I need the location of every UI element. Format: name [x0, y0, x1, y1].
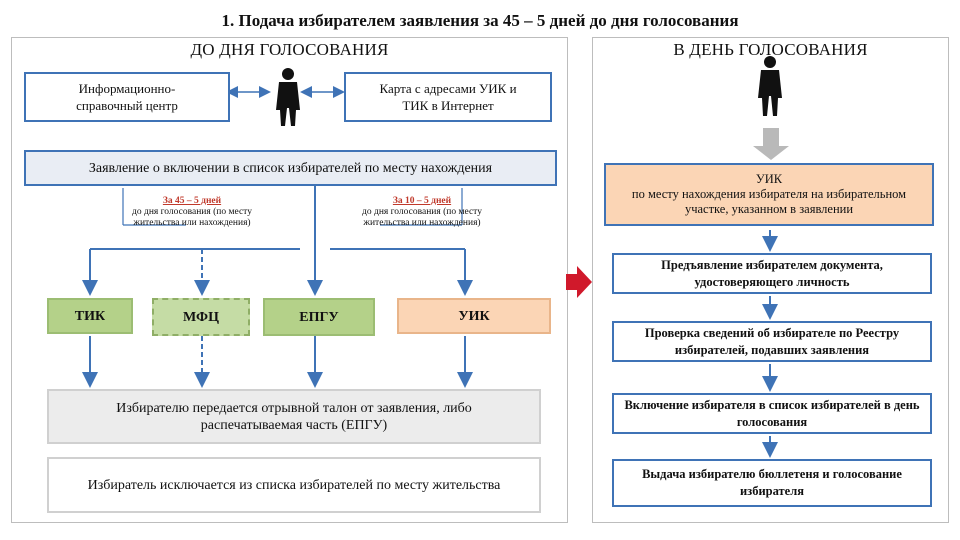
info-center-box: Информационно-справочный центр: [24, 72, 230, 122]
term-45-5: За 45 – 5 дней до дня голосования (по ме…: [112, 196, 272, 229]
term-45-5-head: За 45 – 5 дней: [162, 196, 222, 206]
voting-uik-head: УИК: [755, 172, 783, 186]
person-icon: [276, 68, 300, 126]
before-voting-title: ДО ДНЯ ГОЛОСОВАНИЯ: [190, 40, 389, 59]
term-10-5-sub: до дня голосования (по месту жительства …: [362, 207, 482, 228]
application-box: Заявление о включении в список избирател…: [24, 150, 557, 186]
voting-day-title: В ДЕНЬ ГОЛОСОВАНИЯ: [673, 40, 868, 59]
page-title: 1. Подача избирателем заявления за 45 – …: [221, 11, 739, 30]
right-arrow-icon: [577, 266, 592, 298]
epgu-box: ЕПГУ: [263, 298, 375, 336]
mfc-box: МФЦ: [152, 298, 250, 336]
down-arrow-icon: [753, 146, 789, 160]
map-box: Карта с адресами УИК и ТИК в Интернет: [344, 72, 552, 122]
tik-box: ТИК: [47, 298, 133, 334]
term-10-5: За 10 – 5 дней до дня голосования (по ме…: [342, 196, 502, 229]
term-45-5-sub: до дня голосования (по месту жительства …: [132, 207, 252, 228]
uik-box: УИК: [397, 298, 551, 334]
voting-uik-text: по месту нахождения избирателя на избира…: [631, 187, 907, 216]
step-show-id: Предъявление избирателем документа, удос…: [612, 253, 932, 294]
excluded-box: Избиратель исключается из списка избират…: [47, 457, 541, 513]
voter-icon: [758, 56, 782, 116]
voting-uik-box: УИК по месту нахождения избирателя на из…: [604, 163, 934, 226]
step-ballot: Выдача избирателю бюллетеня и голосовани…: [612, 459, 932, 507]
step-include-list: Включение избирателя в список избирателе…: [612, 393, 932, 434]
step-check-registry: Проверка сведений об избирателе по Реест…: [612, 321, 932, 362]
coupon-box: Избирателю передается отрывной талон от …: [47, 389, 541, 444]
term-10-5-head: За 10 – 5 дней: [392, 196, 452, 206]
